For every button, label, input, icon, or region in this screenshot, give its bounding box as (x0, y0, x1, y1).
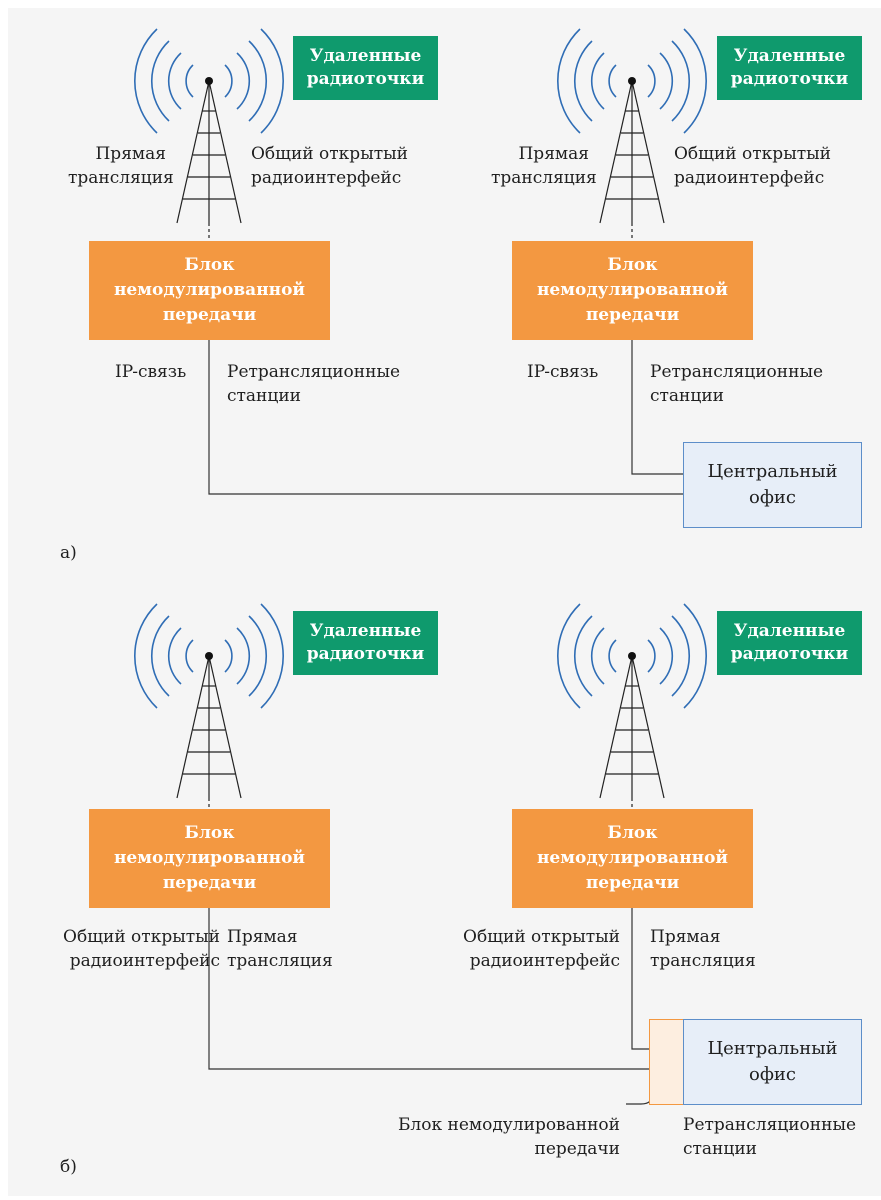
callout-relay-stations: Ретрансляционные станции (683, 1115, 857, 1159)
unmodulated-block-b-left: Блок немодулированной передачи (89, 809, 330, 908)
label-direct-broadcast-a-right: Прямая трансляция (491, 144, 597, 188)
tower-icon-b-right (557, 603, 707, 818)
connection-lines-a (208, 340, 683, 495)
caption-a: а) (60, 543, 77, 563)
radio-wave-icon (185, 64, 194, 98)
tower-icon-a-right (557, 28, 707, 243)
label-ip-link-a-left: IP-связь (115, 362, 187, 382)
label-common-radio-interface-a-left: Общий открытый радиоинтерфейс (251, 144, 408, 188)
label-relay-stations-a-right: Ретрансляционные станции (650, 362, 824, 406)
label-direct-broadcast-b-left: Прямая трансляция (227, 927, 333, 971)
central-office-box-a: Центральный офис (683, 442, 862, 528)
unmodulated-block-a-left: Блок немодулированной передачи (89, 241, 330, 340)
central-office-box-b: Центральный офис (683, 1019, 862, 1105)
unmodulated-block-a-right: Блок немодулированной передачи (512, 241, 753, 340)
label-direct-broadcast-a-left: Прямая трансляция (68, 144, 174, 188)
caption-b: б) (60, 1157, 77, 1177)
tower-icon-b-left (134, 603, 284, 818)
label-common-radio-interface-a-right: Общий открытый радиоинтерфейс (674, 144, 831, 188)
callout-unmodulated-block: Блок немодулированной передачи (397, 1115, 620, 1159)
diagram-canvas: Удаленные радиоточки Удаленные радиоточк… (8, 8, 881, 1196)
remote-points-box-b-right: Удаленные радиоточки (717, 611, 862, 675)
label-relay-stations-a-left: Ретрансляционные станции (227, 362, 401, 406)
tower-icon-a-left (134, 28, 284, 243)
unmodulated-block-b-right: Блок немодулированной передачи (512, 809, 753, 908)
remote-points-box-b-left: Удаленные радиоточки (293, 611, 438, 675)
label-ip-link-a-right: IP-связь (527, 362, 599, 382)
label-direct-broadcast-b-right: Прямая трансляция (650, 927, 756, 971)
label-common-radio-interface-b-left: Общий открытый радиоинтерфейс (63, 927, 220, 971)
remote-points-box-a-left: Удаленные радиоточки (293, 36, 438, 100)
remote-points-box-a-right: Удаленные радиоточки (717, 36, 862, 100)
relay-unit-strip (649, 1019, 685, 1105)
label-common-radio-interface-b-right: Общий открытый радиоинтерфейс (463, 927, 620, 971)
diagram-graphics (134, 28, 707, 1105)
